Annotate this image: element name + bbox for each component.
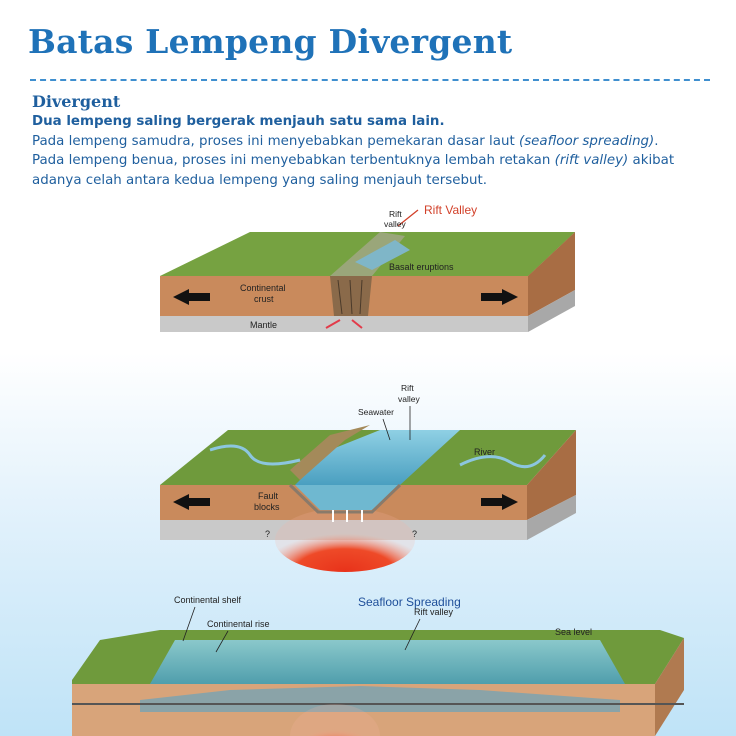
- intro-oceanic-text: Pada lempeng samudra, proses ini menyeba…: [32, 133, 519, 149]
- rift-valley-caption: Rift Valley: [424, 203, 477, 217]
- mantle-label: Mantle: [250, 320, 277, 330]
- right-arrow-icon-2: [481, 494, 518, 510]
- fault-blocks-label-1: Fault: [258, 491, 279, 501]
- page-title: Batas Lempeng Divergent: [28, 22, 513, 61]
- upwelling-arrow-right-icon: [351, 319, 363, 329]
- upwelling-arrow-left-icon: [325, 319, 341, 329]
- intro-continental-text: Pada lempeng benua, proses ini menyebabk…: [32, 153, 555, 169]
- intro-continental-term: (rift valley): [554, 153, 629, 169]
- intro-continental: Pada lempeng benua, proses ini menyebabk…: [32, 151, 722, 190]
- intro-oceanic-end: .: [654, 133, 659, 149]
- ocean-water: [150, 640, 625, 684]
- fault-blocks-label-2: blocks: [254, 502, 280, 512]
- intro-lead: Dua lempeng saling bergerak menjauh satu…: [32, 114, 445, 129]
- left-arrow-icon: [173, 289, 210, 305]
- intro-oceanic: Pada lempeng samudra, proses ini menyeba…: [32, 132, 722, 152]
- rift-valley-diagram: Rift Valley Rift valley Basalt eruptions…: [160, 203, 575, 332]
- rift-valley-label-4: valley: [398, 394, 420, 404]
- continental-crust-label-1: Continental: [240, 283, 286, 293]
- river-label: River: [474, 447, 495, 457]
- basalt-pool: [355, 240, 410, 270]
- intro-oceanic-term: (seafloor spreading): [518, 133, 655, 149]
- continental-shelf-label: Continental shelf: [174, 595, 242, 605]
- magma-plume: [275, 508, 415, 572]
- continental-crust-label-2: crust: [254, 294, 274, 304]
- magma-plume-3: [290, 704, 380, 736]
- river-right-icon: [459, 454, 547, 469]
- seawater-channel: [295, 430, 460, 485]
- rift-basin-diagram: Rift valley Seawater River Fault blocks …: [160, 383, 576, 572]
- mantle-layer: [160, 316, 528, 332]
- sea-level-label: Sea level: [555, 627, 592, 637]
- ocean-floor: [140, 686, 620, 712]
- river-left-icon: [209, 444, 301, 466]
- seafloor-spreading-caption: Seafloor Spreading: [358, 595, 461, 609]
- rift-valley-label-1: Rift: [389, 209, 402, 219]
- rift-valley-label-3: Rift: [401, 383, 414, 393]
- intro-continental-end: akibat adanya celah antara kedua lempeng…: [32, 153, 675, 189]
- rift-valley-label-2: valley: [384, 219, 406, 229]
- section-heading: Divergent: [32, 92, 121, 111]
- intro-block: Divergent Dua lempeng saling bergerak me…: [32, 92, 722, 191]
- seawater-label: Seawater: [358, 407, 394, 417]
- rift-valley-label-5: Rift valley: [414, 607, 454, 617]
- title-divider: [30, 79, 710, 81]
- left-arrow-icon-2: [173, 494, 210, 510]
- question-mark-right: ?: [412, 529, 417, 539]
- basalt-eruptions-label: Basalt eruptions: [389, 262, 454, 272]
- fault-scarp: [290, 425, 370, 480]
- right-arrow-icon: [481, 289, 518, 305]
- seafloor-spreading-diagram: Seafloor Spreading Continental shelf Con…: [72, 595, 684, 736]
- question-mark-left: ?: [265, 529, 270, 539]
- continental-rise-label: Continental rise: [207, 619, 270, 629]
